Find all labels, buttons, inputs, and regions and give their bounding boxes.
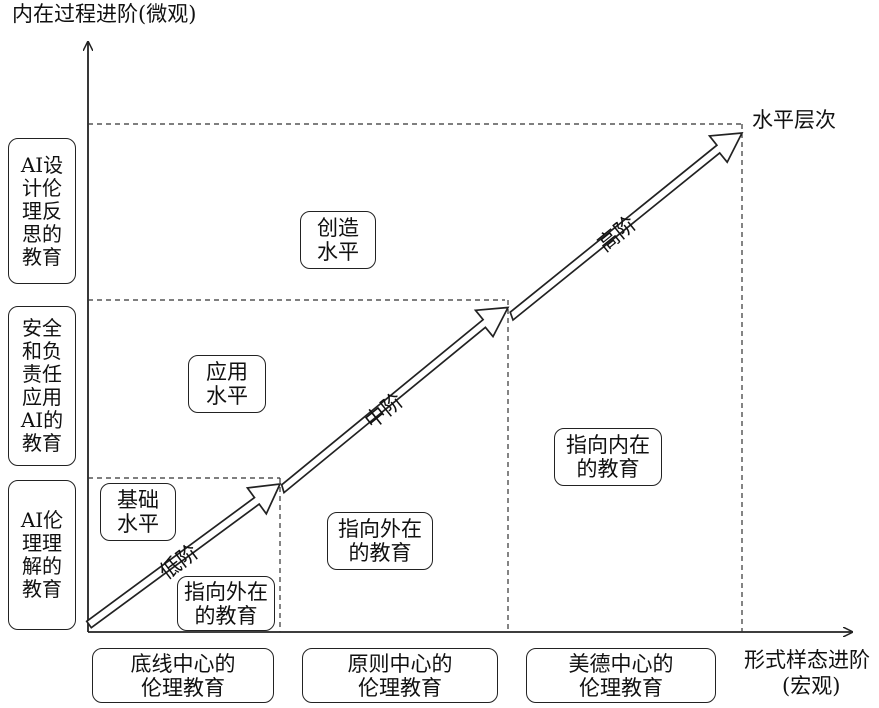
level-basic-box: 基础 水平 bbox=[100, 483, 176, 541]
x-axis-subtitle: (宏观) bbox=[782, 674, 841, 698]
bottom-category-virtue: 美德中心的 伦理教育 bbox=[526, 648, 716, 703]
level-creative-box: 创造 水平 bbox=[300, 211, 376, 269]
y-axis-title: 内在过程进阶(微观) bbox=[12, 2, 197, 26]
arrow-mid bbox=[280, 306, 510, 495]
left-level-understanding: AI伦 理理 解的 教育 bbox=[8, 480, 76, 630]
top-right-label: 水平层次 bbox=[752, 108, 836, 132]
left-level-safe-application: 安全 和负 责任 应用 AI的 教育 bbox=[8, 306, 76, 466]
arrow-low bbox=[85, 482, 282, 629]
level-applied-box: 应用 水平 bbox=[188, 355, 266, 413]
direction-outer-mid-box: 指向外在 的教育 bbox=[327, 512, 433, 570]
x-axis-title: 形式样态进阶 bbox=[744, 648, 870, 672]
arrow-high bbox=[509, 132, 744, 322]
left-level-design-reflection: AI设 计伦 理反 思的 教育 bbox=[8, 138, 76, 284]
bottom-category-bottomline: 底线中心的 伦理教育 bbox=[92, 648, 274, 703]
direction-inner-box: 指向内在 的教育 bbox=[554, 428, 662, 486]
direction-outer-small-box: 指向外在 的教育 bbox=[177, 576, 275, 631]
bottom-category-principle: 原则中心的 伦理教育 bbox=[302, 648, 498, 703]
